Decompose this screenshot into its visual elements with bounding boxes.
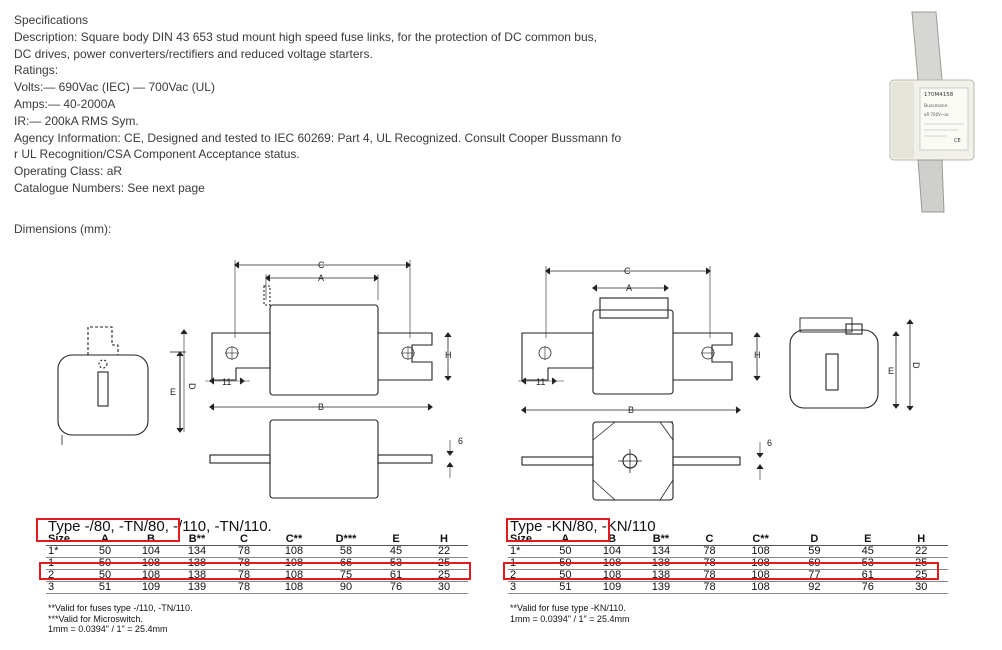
right-side-view: C A H 11 xyxy=(518,266,761,395)
spec-description-line-1: Description: Square body DIN 43 653 stud… xyxy=(14,29,597,44)
svg-text:6: 6 xyxy=(458,436,463,446)
svg-text:11: 11 xyxy=(222,377,231,387)
svg-text:6: 6 xyxy=(767,438,772,448)
table-cell: 59 xyxy=(787,545,842,558)
right-table-notes: **Valid for fuse type -KN/110. 1mm = 0.0… xyxy=(510,603,630,624)
left-row-highlight xyxy=(39,562,471,580)
table-cell: 1* xyxy=(46,545,82,558)
spec-volts: Volts:— 690Vac (IEC) — 700Vac (UL) xyxy=(14,80,215,95)
table-cell: 78 xyxy=(685,545,734,558)
spec-heading: Specifications xyxy=(14,13,89,27)
left-title-highlight xyxy=(36,518,180,542)
table-cell: 51 xyxy=(543,581,588,594)
table-cell: 108 xyxy=(268,545,320,558)
table-header-row: Size A B B** C C** D E H xyxy=(508,534,948,546)
right-row-highlight xyxy=(503,562,939,580)
svg-text:C: C xyxy=(624,266,631,276)
right-top-view: B 6 xyxy=(521,405,772,501)
table-cell: 78 xyxy=(685,581,734,594)
svg-text:D: D xyxy=(911,362,921,369)
spec-description-line-2: DC drives, power converters/rectifiers a… xyxy=(14,46,373,61)
table-cell: 30 xyxy=(894,581,948,594)
table-cell: 90 xyxy=(320,581,372,594)
table-cell: 78 xyxy=(220,545,268,558)
svg-text:E: E xyxy=(170,387,176,397)
svg-text:C: C xyxy=(318,260,325,270)
svg-text:B: B xyxy=(628,405,634,415)
table-cell: 108 xyxy=(733,545,788,558)
spec-ir: IR:— 200kA RMS Sym. xyxy=(14,113,139,128)
svg-text:H: H xyxy=(754,350,761,360)
dimensions-label: Dimensions (mm): xyxy=(14,222,112,236)
table-cell: 139 xyxy=(174,581,220,594)
table-cell: 45 xyxy=(372,545,420,558)
svg-text:B: B xyxy=(318,402,324,412)
table-cell: 45 xyxy=(841,545,895,558)
left-table-notes: **Valid for fuses type -/110, -TN/110. *… xyxy=(48,603,193,634)
table-cell: 50 xyxy=(543,545,588,558)
table-cell: 108 xyxy=(733,581,788,594)
left-dimension-table: Type -/80, -TN/80, -/110, -TN/110. Size … xyxy=(36,518,476,650)
left-end-view: E D xyxy=(57,326,197,445)
svg-text:H: H xyxy=(445,350,452,360)
svg-text:CE: CE xyxy=(954,138,961,144)
table-cell: 108 xyxy=(268,581,320,594)
spec-agency-line-2: r UL Recognition/CSA Component Acceptanc… xyxy=(14,147,300,162)
spec-agency-line-1: Agency Information: CE, Designed and tes… xyxy=(14,130,622,145)
right-end-view: E D xyxy=(789,317,921,411)
right-dimension-table: Type -KN/80, -KN/110 Size A B B** C C** … xyxy=(498,518,948,650)
table-cell: 92 xyxy=(787,581,842,594)
table-cell: 109 xyxy=(128,581,174,594)
fuse-dimension-drawings: E D C A H 11 xyxy=(57,260,921,501)
table-cell: 50 xyxy=(82,545,128,558)
table-cell: 78 xyxy=(220,581,268,594)
table-cell: 1* xyxy=(508,545,544,558)
table-cell: 58 xyxy=(320,545,372,558)
svg-text:aR 700V~ac: aR 700V~ac xyxy=(924,112,949,117)
left-side-view: C A H 11 xyxy=(205,260,452,396)
svg-text:A: A xyxy=(318,273,324,283)
spec-amps: Amps:— 40-2000A xyxy=(14,96,116,111)
svg-text:D: D xyxy=(187,383,197,390)
svg-text:A: A xyxy=(626,283,632,293)
svg-text:Bussmann: Bussmann xyxy=(924,103,948,109)
table-cell: 76 xyxy=(372,581,420,594)
right-title-highlight xyxy=(506,518,610,542)
photo-label-text: 170M4158 xyxy=(924,92,954,98)
table-cell: 134 xyxy=(174,545,220,558)
table-cell: 3 xyxy=(508,581,544,594)
table-cell: 134 xyxy=(636,545,686,558)
table-cell: 3 xyxy=(46,581,82,594)
table-header-row: Size A B B** C C** D*** E H xyxy=(46,534,468,546)
specifications-block: Specifications Description: Square body … xyxy=(14,12,622,197)
spec-operating-class: Operating Class: aR xyxy=(14,164,123,179)
fuse-product-photo: 170M4158 Bussmann aR 700V~ac CE xyxy=(889,11,975,213)
table-cell: 109 xyxy=(587,581,637,594)
table-cell: 30 xyxy=(420,581,468,594)
table-cell: 22 xyxy=(420,545,468,558)
table-cell: 76 xyxy=(841,581,895,594)
svg-text:11: 11 xyxy=(536,377,545,387)
table-cell: 104 xyxy=(128,545,174,558)
table-cell: 22 xyxy=(894,545,948,558)
table-cell: 139 xyxy=(636,581,686,594)
spec-catalogue-numbers: Catalogue Numbers: See next page xyxy=(14,180,205,195)
spec-ratings: Ratings: xyxy=(14,63,59,78)
left-table-title: Type -/80, -TN/80, -/110, -TN/110. xyxy=(48,518,272,535)
svg-text:E: E xyxy=(888,366,894,376)
table-cell: 51 xyxy=(82,581,128,594)
left-top-view: B 6 xyxy=(209,402,463,499)
table-cell: 104 xyxy=(587,545,637,558)
